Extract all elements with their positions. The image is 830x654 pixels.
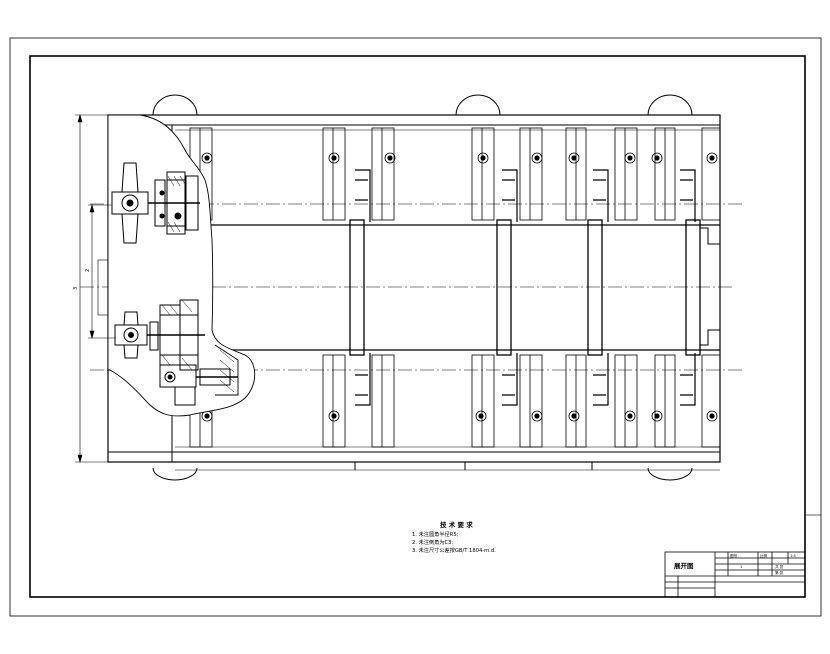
bearing-blocks [355, 169, 696, 406]
title-block-cell: 1 [740, 565, 742, 569]
dimension-lines [75, 113, 172, 464]
bolt-icon [624, 410, 636, 422]
upper-gear-assembly [111, 162, 200, 244]
bolt-icon [651, 152, 663, 164]
bolt-icon [384, 152, 396, 164]
dimension-label-overall: 3 [73, 287, 79, 290]
title-block-cell: 图号 [730, 553, 738, 558]
inner-frame [29, 55, 806, 598]
bolt-icon [201, 152, 213, 164]
title-block-cell: 比例 [760, 553, 768, 558]
right-bosses [700, 227, 720, 346]
title-block-cell: 第 张 [775, 570, 784, 575]
bolt-icon [568, 152, 580, 164]
technical-notes: 技 术 要 求 1. 未注圆角半径R5; 2. 未注倒角为C3; 3. 未注尺寸… [412, 519, 612, 559]
title-block [664, 551, 806, 598]
bolt-icon [328, 410, 340, 422]
bolt-icon [531, 410, 543, 422]
notes-title: 技 术 要 求 [440, 521, 473, 529]
lifting-lugs-bottom [152, 467, 693, 481]
cutaway-section [107, 114, 256, 417]
note-line: 3. 未注尺寸公差按GB/T 1804-m.d. [412, 548, 496, 554]
title-block-cell: 1:4 [790, 554, 796, 558]
lower-gear-assembly [114, 299, 239, 406]
title-block-cell: 共 张 [775, 564, 784, 569]
bolt-icon [568, 410, 580, 422]
dimension-label-inner: 2 [85, 269, 91, 272]
bolt-icon [328, 152, 340, 164]
outer-border [9, 37, 822, 617]
note-line: 1. 未注圆角半径R5; [412, 532, 459, 538]
bolt-icon [651, 410, 663, 422]
bolt-icon [477, 152, 489, 164]
drum-shaft [80, 203, 745, 371]
note-line: 2. 未注倒角为C3; [412, 540, 454, 546]
support-columns [189, 127, 721, 448]
bolts [201, 152, 718, 422]
lifting-lugs-top [152, 94, 693, 116]
bolt-icon [531, 152, 543, 164]
bolt-icon [475, 410, 487, 422]
roller-segments [349, 219, 701, 356]
title-block-name: 展开图 [673, 561, 694, 570]
bolt-icon [706, 410, 718, 422]
bolt-icon [624, 152, 636, 164]
bolt-icon [706, 152, 718, 164]
